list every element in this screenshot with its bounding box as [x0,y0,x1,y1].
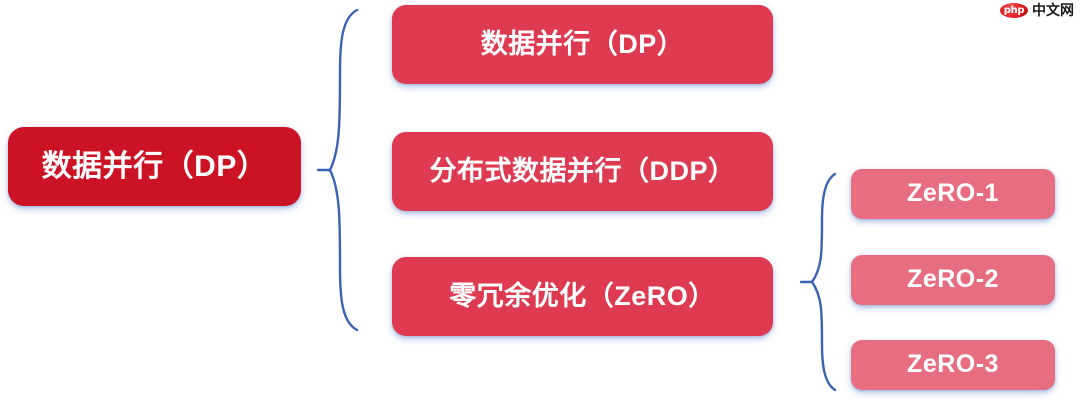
node-branch-zero: 零冗余优化（ZeRO） [392,257,773,336]
php-logo-icon: php [1000,3,1028,18]
brace-root-to-branches-icon [316,8,359,332]
node-branch-zero-label: 零冗余优化（ZeRO） [449,280,716,311]
node-branch-dp: 数据并行（DP） [392,5,773,84]
node-root-label: 数据并行（DP） [41,150,268,183]
node-branch-dp-label: 数据并行（DP） [480,28,685,59]
node-leaf-zero-1-label: ZeRO-1 [907,179,999,208]
node-leaf-zero-2-label: ZeRO-2 [907,265,999,294]
node-branch-ddp: 分布式数据并行（DDP） [392,132,773,211]
node-branch-ddp-label: 分布式数据并行（DDP） [429,155,736,186]
watermark: php 中文网 [1000,3,1074,18]
node-root-data-parallel: 数据并行（DP） [8,127,301,206]
node-leaf-zero-3-label: ZeRO-3 [907,350,999,379]
node-leaf-zero-1: ZeRO-1 [851,169,1055,219]
brace-zero-to-leaves-icon [799,172,837,392]
node-leaf-zero-2: ZeRO-2 [851,255,1055,305]
node-leaf-zero-3: ZeRO-3 [851,340,1055,390]
watermark-text: 中文网 [1032,2,1074,19]
